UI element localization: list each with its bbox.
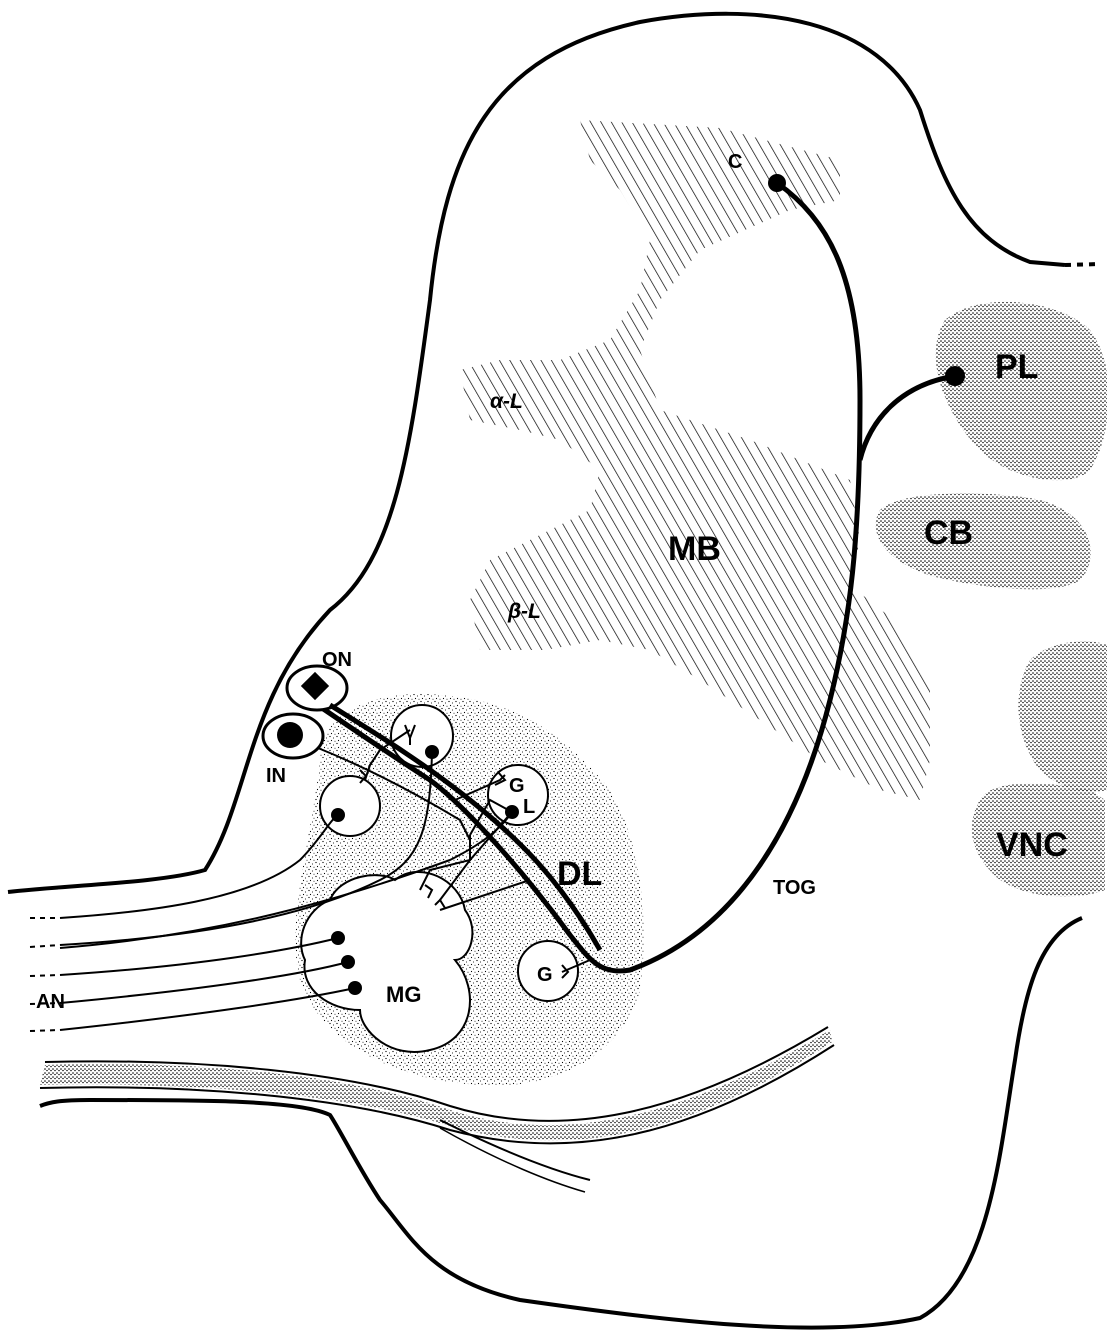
label-dl: DL xyxy=(557,855,602,893)
mg-dot-1 xyxy=(331,931,345,945)
pl-branch xyxy=(860,376,955,460)
label-tog: TOG xyxy=(773,877,816,899)
mg-dot-2 xyxy=(341,955,355,969)
label-on: ON xyxy=(322,649,352,671)
label-mg: MG xyxy=(386,982,421,1007)
label-c: C xyxy=(728,151,742,173)
glomerulus-left xyxy=(320,776,380,836)
brain-outline-dash xyxy=(1065,264,1100,265)
fiber-stubs xyxy=(30,918,60,1031)
protocerebral-lobe xyxy=(936,302,1107,481)
label-pl: PL xyxy=(995,348,1038,386)
label-l-upper: L xyxy=(523,796,535,818)
central-body xyxy=(876,493,1091,589)
label-alpha-l: α-L xyxy=(490,390,523,413)
mg-dot-3 xyxy=(348,981,362,995)
label-vnc: VNC xyxy=(996,826,1068,864)
c-neuron-soma xyxy=(768,174,786,192)
label-g-lower: G xyxy=(537,964,553,986)
label-beta-l: β-L xyxy=(507,600,541,623)
label-g-upper: G xyxy=(509,775,525,797)
label-cb: CB xyxy=(924,514,973,552)
terminal-dot-2 xyxy=(425,745,439,759)
label-in: IN xyxy=(266,765,286,787)
lower-neuropil xyxy=(1019,641,1107,791)
terminal-dot-3 xyxy=(505,805,519,819)
terminal-dot-1 xyxy=(331,808,345,822)
in-nucleus xyxy=(277,722,303,748)
label-mb: MB xyxy=(668,530,721,568)
label-an: AN xyxy=(36,991,65,1013)
pl-terminal xyxy=(945,366,965,386)
